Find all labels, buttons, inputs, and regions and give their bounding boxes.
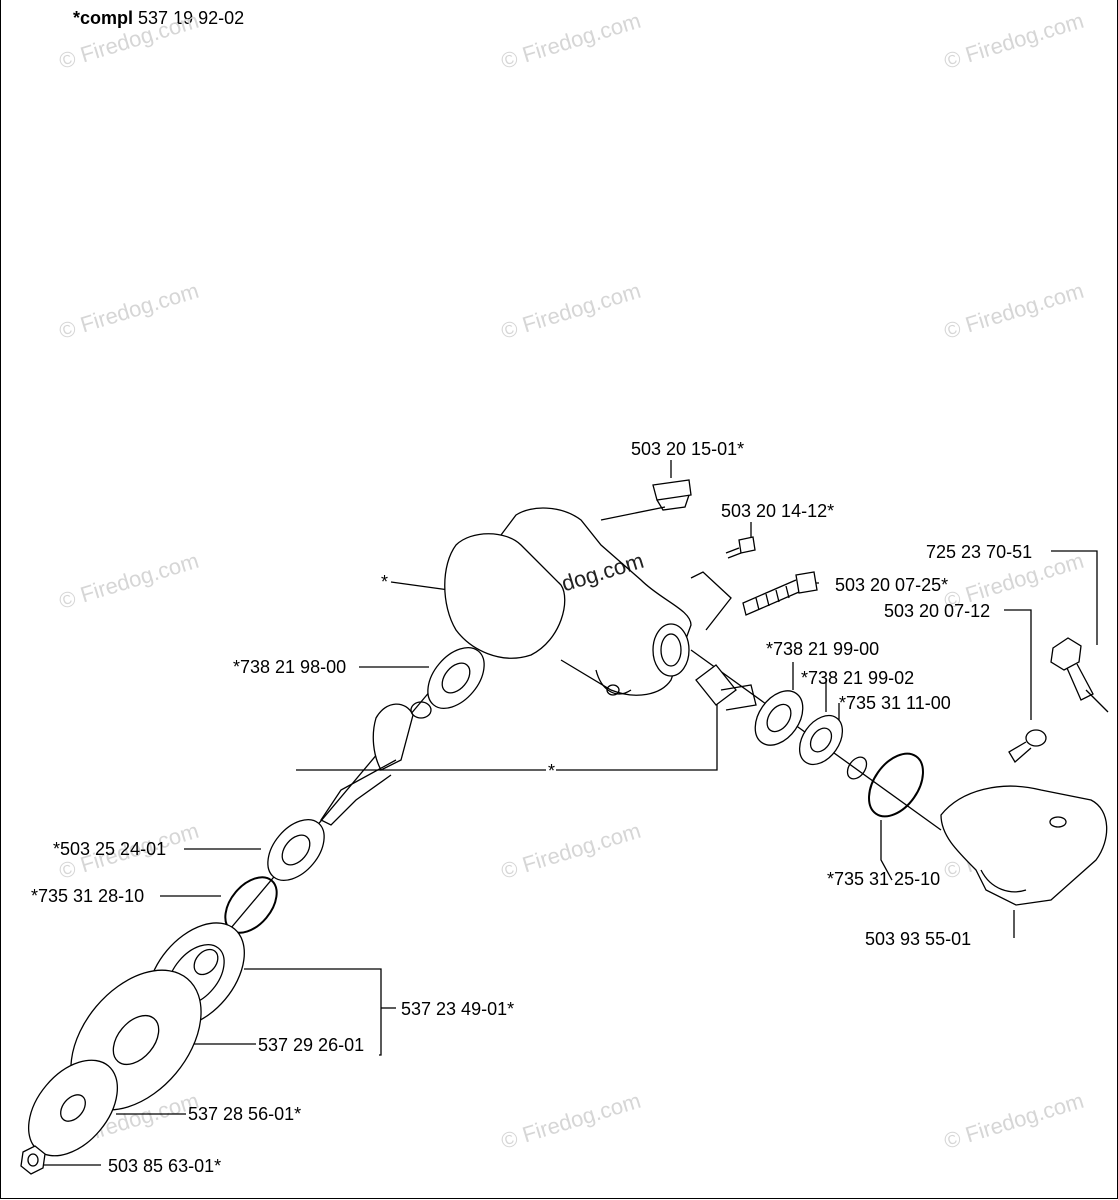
gear-housing	[444, 507, 692, 696]
ring-735-31-11-00	[846, 756, 868, 780]
part-label-735-31-11-00: *735 31 11-00	[839, 693, 951, 713]
bearing-738-21-99-00	[754, 690, 804, 746]
part-label-housing-asterisk: *	[381, 572, 389, 592]
part-label-503-85-63-01: 503 85 63-01*	[108, 1156, 222, 1176]
part-label-735-31-25-10: *735 31 25-10	[827, 869, 941, 889]
hex-bolt-725-23-70-51	[1050, 637, 1094, 701]
nut-503-85-63-01	[20, 1145, 46, 1175]
part-label-503-20-14-12: 503 20 14-12*	[721, 501, 835, 521]
part-label-503-20-15-01: 503 20 15-01*	[631, 439, 745, 459]
part-label-503-20-07-25: 503 20 07-25*	[835, 575, 949, 595]
part-label-537-28-56-01: 537 28 56-01*	[188, 1104, 302, 1124]
bevel-gear-shaft	[320, 701, 432, 826]
part-label-gear-asterisk: *	[548, 761, 556, 781]
bearing-738-21-98-00	[427, 647, 485, 709]
part-label-735-31-28-10: *735 31 28-10	[31, 886, 145, 906]
long-screw	[742, 571, 818, 616]
assembly-header: *compl 537 19 92-02	[73, 8, 244, 29]
part-label-738-21-99-00: *738 21 99-00	[766, 639, 880, 659]
part-label-725-23-70-51: 725 23 70-51	[926, 542, 1033, 562]
header-compl: *compl	[73, 8, 134, 28]
pinion-gear	[695, 664, 757, 711]
part-label-537-29-26-01: 537 29 26-01	[258, 1035, 365, 1055]
circlip-735-31-25-10	[868, 752, 924, 818]
part-label-503-93-55-01: 503 93 55-01	[865, 929, 972, 949]
bearing-503-25-24-01	[267, 819, 325, 881]
part-label-537-23-49-01: 537 23 49-01*	[401, 999, 515, 1019]
bearing-738-21-99-02	[798, 714, 844, 766]
guard-503-93-55-01	[940, 785, 1108, 906]
small-screw	[725, 536, 756, 559]
header-number: 537 19 92-02	[138, 8, 245, 28]
plug	[652, 479, 692, 511]
part-label-738-21-98-00: *738 21 98-00	[233, 657, 347, 677]
part-label-503-20-07-12: 503 20 07-12	[884, 601, 991, 621]
part-label-503-25-24-01: *503 25 24-01	[53, 839, 167, 859]
screw-503-20-07-12	[1008, 729, 1047, 764]
part-label-738-21-99-02: *738 21 99-02	[801, 668, 915, 688]
